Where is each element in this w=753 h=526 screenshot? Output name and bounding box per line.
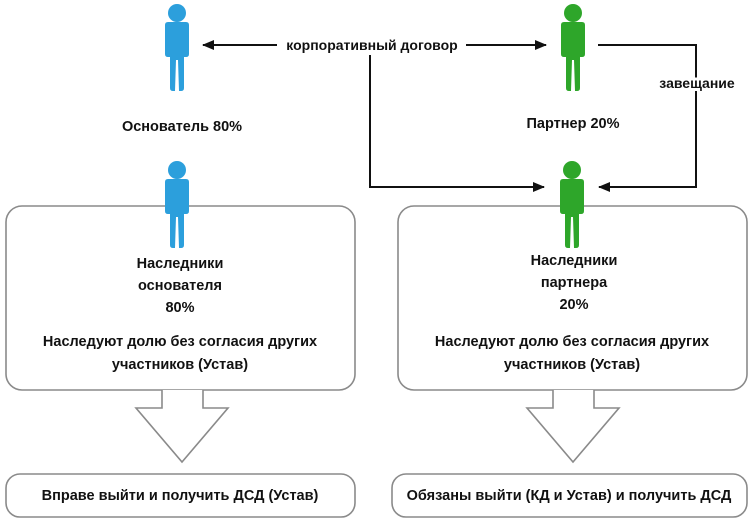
- founder-down-arrow: [134, 390, 230, 464]
- partner-heirs-share: 20%: [559, 297, 588, 313]
- founder-heirs-title-1: Наследники: [137, 256, 224, 272]
- partner-heirs-rule-2: участников (Устав): [504, 357, 640, 373]
- founder-label: Основатель 80%: [122, 119, 242, 135]
- partner-outcome-text: Обязаны выйти (КД и Устав) и получить ДС…: [407, 488, 732, 504]
- partner-heirs-title-2: партнера: [541, 275, 608, 291]
- will-arrow: [598, 44, 697, 192]
- partner-person-icon: [561, 4, 585, 91]
- will-label: завещание: [659, 75, 735, 91]
- partner-heirs-title-1: Наследники: [531, 253, 618, 269]
- contract-to-partner-heirs-arrow: [369, 55, 545, 192]
- founder-heirs-rule-2: участников (Устав): [112, 357, 248, 373]
- founder-outcome-box: [5, 473, 356, 518]
- partner-heirs-rule-1: Наследуют долю без согласия других: [435, 334, 709, 350]
- founder-heirs-share: 80%: [165, 300, 194, 316]
- founder-heirs-rule-1: Наследуют долю без согласия других: [43, 334, 317, 350]
- founder-heirs-title-2: основателя: [138, 278, 222, 294]
- partner-outcome-box: [391, 473, 748, 518]
- contract-label: корпоративный договор: [286, 37, 457, 53]
- founder-outcome-text: Вправе выйти и получить ДСД (Устав): [42, 488, 319, 504]
- founder-person-icon: [165, 4, 189, 91]
- partner-label: Партнер 20%: [527, 116, 620, 132]
- partner-down-arrow: [525, 390, 621, 464]
